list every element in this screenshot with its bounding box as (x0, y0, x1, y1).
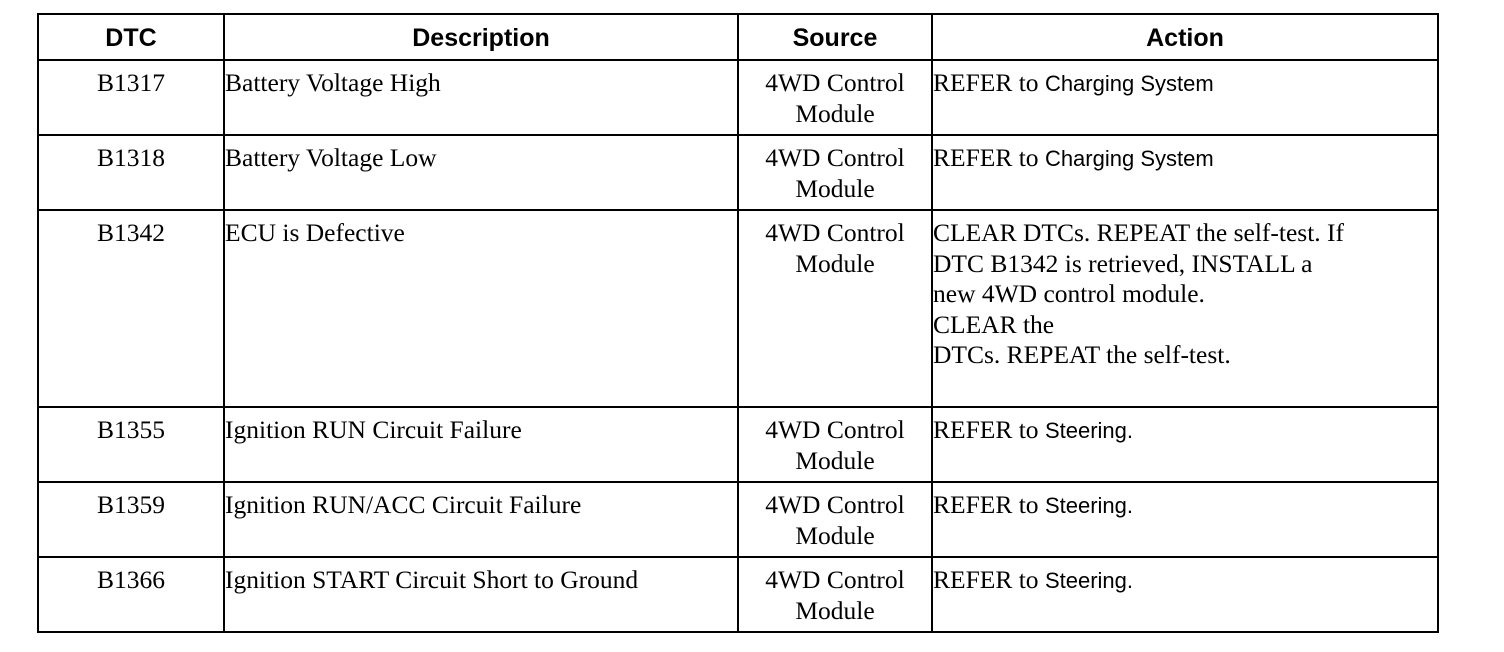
dtc-code: B1342 (37, 209, 225, 408)
dtc-code: B1366 (37, 556, 225, 633)
action-link[interactable]: Charging System (1044, 71, 1214, 96)
dtc-description: Battery Voltage High (223, 59, 739, 136)
dtc-description: Ignition START Circuit Short to Ground (223, 556, 739, 633)
dtc-code: B1355 (37, 406, 225, 483)
action-prefix: REFER to (933, 143, 1039, 172)
action-line: new 4WD control module. (933, 279, 1205, 308)
dtc-action: REFER to Charging System (931, 134, 1439, 211)
dtc-source: 4WD Control Module (737, 59, 933, 136)
dtc-source: 4WD Control Module (737, 481, 933, 558)
action-link[interactable]: Charging System (1044, 146, 1214, 171)
table-row: B1317 Battery Voltage High 4WD Control M… (37, 59, 1439, 136)
table-row: B1342 ECU is Defective 4WD Control Modul… (37, 209, 1439, 408)
dtc-source: 4WD Control Module (737, 134, 933, 211)
source-line: Module (795, 520, 875, 550)
dtc-code: B1359 (37, 481, 225, 558)
action-link[interactable]: Steering. (1044, 418, 1133, 443)
action-line: CLEAR the (933, 309, 1055, 339)
header-row: DTC Description Source Action (37, 13, 1439, 61)
dtc-description: Ignition RUN/ACC Circuit Failure (223, 481, 739, 558)
dtc-description: Battery Voltage Low (223, 134, 739, 211)
table-row: B1318 Battery Voltage Low 4WD Control Mo… (37, 134, 1439, 211)
header-description: Description (223, 13, 739, 61)
header-action: Action (931, 13, 1439, 61)
dtc-source: 4WD Control Module (737, 556, 933, 633)
source-line: Module (795, 173, 875, 203)
source-line: 4WD Control (765, 415, 905, 444)
source-line: 4WD Control (765, 218, 905, 247)
source-line: 4WD Control (765, 565, 905, 594)
source-line: Module (795, 248, 875, 278)
dtc-action: REFER to Steering. (931, 406, 1439, 483)
action-line: CLEAR DTCs. REPEAT the self-test. If (933, 218, 1345, 247)
dtc-action: REFER to Charging System (931, 59, 1439, 136)
dtc-table: DTC Description Source Action B1317 Batt… (37, 13, 1439, 633)
dtc-source: 4WD Control Module (737, 209, 933, 408)
header-source: Source (737, 13, 933, 61)
action-link[interactable]: Steering. (1044, 568, 1133, 593)
action-line: DTCs. REPEAT the self-test. (933, 340, 1231, 369)
source-line: Module (795, 98, 875, 128)
dtc-action: REFER to Steering. (931, 481, 1439, 558)
action-prefix: REFER to (933, 68, 1039, 97)
source-line: 4WD Control (765, 68, 905, 97)
action-prefix: REFER to (933, 565, 1039, 594)
dtc-description: Ignition RUN Circuit Failure (223, 406, 739, 483)
action-line: DTC B1342 is retrieved, INSTALL a (933, 248, 1313, 278)
action-link[interactable]: Steering. (1044, 493, 1133, 518)
dtc-source: 4WD Control Module (737, 406, 933, 483)
source-line: Module (795, 595, 875, 625)
dtc-code: B1318 (37, 134, 225, 211)
source-line: Module (795, 445, 875, 475)
source-line: 4WD Control (765, 490, 905, 519)
dtc-action: CLEAR DTCs. REPEAT the self-test. If DTC… (931, 209, 1439, 408)
dtc-action: REFER to Steering. (931, 556, 1439, 633)
dtc-description: ECU is Defective (223, 209, 739, 408)
table-row: B1355 Ignition RUN Circuit Failure 4WD C… (37, 406, 1439, 483)
table-row: B1366 Ignition START Circuit Short to Gr… (37, 556, 1439, 633)
source-line: 4WD Control (765, 143, 905, 172)
table-row: B1359 Ignition RUN/ACC Circuit Failure 4… (37, 481, 1439, 558)
header-dtc: DTC (37, 13, 225, 61)
dtc-code: B1317 (37, 59, 225, 136)
action-prefix: REFER to (933, 415, 1039, 444)
action-prefix: REFER to (933, 490, 1039, 519)
